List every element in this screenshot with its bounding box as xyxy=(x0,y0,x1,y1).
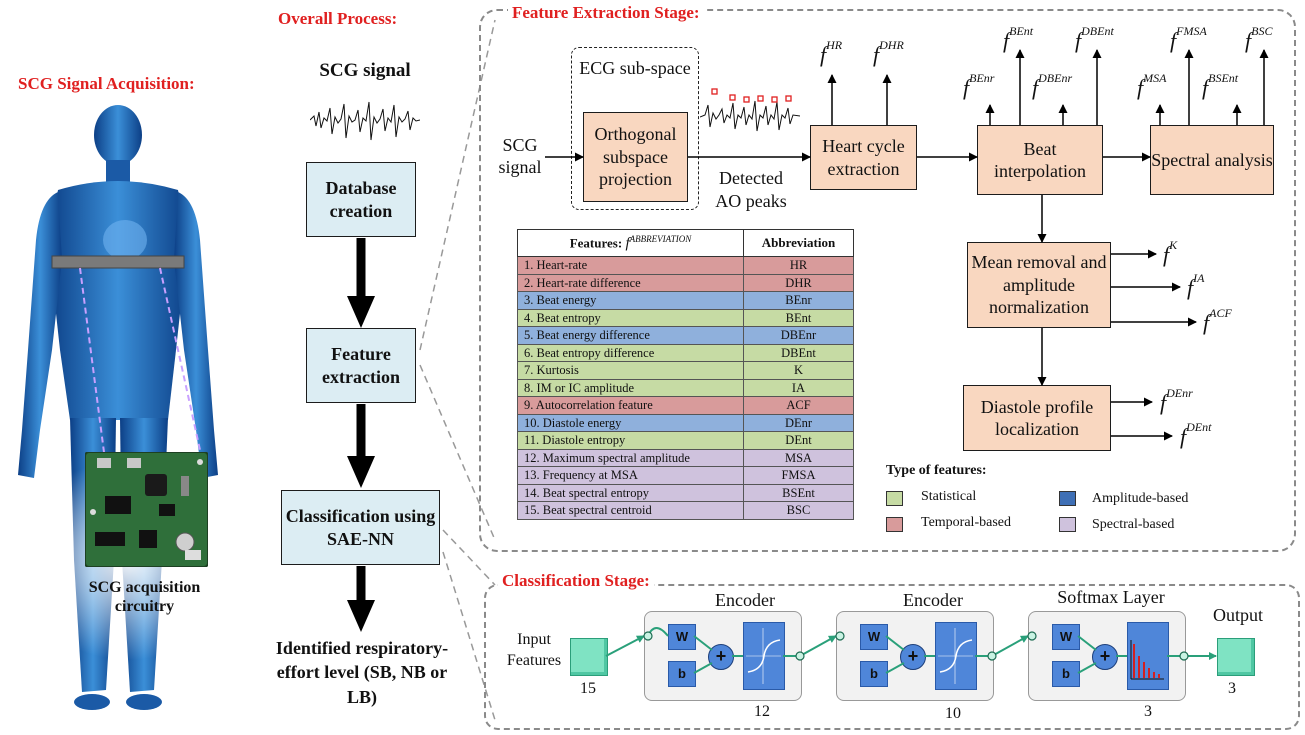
softmax-count: 3 xyxy=(1144,703,1152,720)
feature-abbreviation: BEnr xyxy=(743,291,854,310)
feature-name: 15. Beat spectral centroid xyxy=(517,501,744,520)
input-count: 15 xyxy=(580,680,596,697)
encoder2-label: Encoder xyxy=(903,590,963,610)
circuit-board-image xyxy=(85,452,208,567)
feature-f-bent: fBEnt xyxy=(1003,24,1034,53)
ecg-subspace-label: ECG sub-space xyxy=(579,58,691,78)
legend-swatch-temporal xyxy=(886,517,903,532)
legend-swatch-amplitude xyxy=(1059,491,1076,506)
scg-signal-label: SCG signal xyxy=(319,60,411,81)
feature-abbreviation: BEnt xyxy=(743,308,854,327)
encoder1-sum: + xyxy=(708,644,734,670)
legend-swatch-spectral xyxy=(1059,517,1076,532)
encoder1-bias: b xyxy=(668,661,696,687)
softmax-bias: b xyxy=(1052,661,1080,687)
beat-interpolation-box: Beat interpolation xyxy=(977,125,1103,195)
softmax-label: Softmax Layer xyxy=(1057,587,1165,607)
feature-f-hr: fHR xyxy=(820,38,843,67)
output-count: 3 xyxy=(1228,680,1236,697)
feature-abbreviation: DBEnt xyxy=(743,343,854,362)
diastole-localization-box: Diastole profile localization xyxy=(963,385,1111,451)
overall-process-title: Overall Process: xyxy=(278,9,398,28)
scg-signal-waveform xyxy=(310,101,420,141)
feature-f-dhr: fDHR xyxy=(873,38,904,67)
input-features-label: Input Features xyxy=(506,631,562,669)
mean-removal-box: Mean removal and amplitude normalization xyxy=(967,242,1111,328)
feature-f-dbent: fDBEnt xyxy=(1075,24,1114,53)
feature-f-bsc: fBSC xyxy=(1245,24,1273,53)
ecg-subspace-frame xyxy=(571,47,699,210)
legend-title: Type of features: xyxy=(886,463,987,478)
legend-swatch-statistical xyxy=(886,491,903,506)
ao-peaks-waveform xyxy=(700,88,800,132)
feature-abbreviation: DBEnr xyxy=(743,326,854,345)
classification-title: Classification Stage: xyxy=(498,571,654,591)
feature-f-benr: fBEnr xyxy=(963,71,995,100)
feature-extraction-title: Feature Extraction Stage: xyxy=(508,3,704,23)
feature-f-fmsa: fFMSA xyxy=(1170,24,1207,53)
scg-acquisition-title: SCG Signal Acquisition: xyxy=(18,74,195,93)
legend-statistical: Statistical xyxy=(921,489,977,504)
feature-abbreviation: BSC xyxy=(743,501,854,520)
feature-f-denr: fDEnr xyxy=(1160,386,1193,415)
features-table: Features: fABBREVIATION Abbreviation 1. … xyxy=(517,229,854,520)
classification-box: Classification using SAE-NN xyxy=(281,490,440,565)
feature-f-dent: fDEnt xyxy=(1180,420,1212,449)
classification-frame xyxy=(484,584,1300,730)
overall-flow-arrows xyxy=(347,238,375,632)
output-node xyxy=(1217,638,1255,676)
feature-f-dbenr: fDBEnr xyxy=(1032,71,1073,100)
encoder1-label: Encoder xyxy=(715,590,775,610)
feature-f-msa: fMSA xyxy=(1137,71,1167,100)
feature-name: 2. Heart-rate difference xyxy=(517,273,744,292)
feature-abbreviation: MSA xyxy=(743,448,854,467)
detected-ao-peaks-label: Detected AO peaks xyxy=(715,168,787,212)
respiratory-effort-result: Identified respiratory-effort level (SB,… xyxy=(275,638,449,707)
orthogonal-projection-box: Orthogonal subspace projection xyxy=(583,112,688,202)
fe-input-label: SCG signal xyxy=(498,135,542,177)
circuit-label: SCG acquisition circuitry xyxy=(88,579,201,616)
encoder2-weight: W xyxy=(860,624,888,650)
table-header-features: Features: fABBREVIATION xyxy=(517,229,744,257)
feature-f-acf: fACF xyxy=(1203,306,1232,335)
legend-amplitude: Amplitude-based xyxy=(1092,491,1189,506)
feature-extraction-frame xyxy=(479,9,1296,552)
feature-extraction-box: Feature extraction xyxy=(306,328,416,403)
feature-name: 11. Diastole entropy xyxy=(517,431,744,450)
output-label: Output xyxy=(1212,605,1263,625)
database-creation-box: Database creation xyxy=(306,162,416,237)
feature-f-ia: fIA xyxy=(1187,271,1205,300)
heart-cycle-extraction-box: Heart cycle extraction xyxy=(810,125,917,190)
encoder2-bias: b xyxy=(860,661,888,687)
feature-name: 10. Diastole energy xyxy=(517,413,744,432)
legend-spectral: Spectral-based xyxy=(1092,517,1175,532)
input-node xyxy=(570,638,608,676)
encoder1-count: 12 xyxy=(754,703,770,720)
feature-f-bsent: fBSEnt xyxy=(1202,71,1239,100)
feature-f-k: fK xyxy=(1163,238,1178,267)
encoder2-count: 10 xyxy=(945,705,961,722)
table-header-abbreviation: Abbreviation xyxy=(743,229,854,257)
legend-temporal: Temporal-based xyxy=(921,515,1011,530)
encoder1-weight: W xyxy=(668,624,696,650)
